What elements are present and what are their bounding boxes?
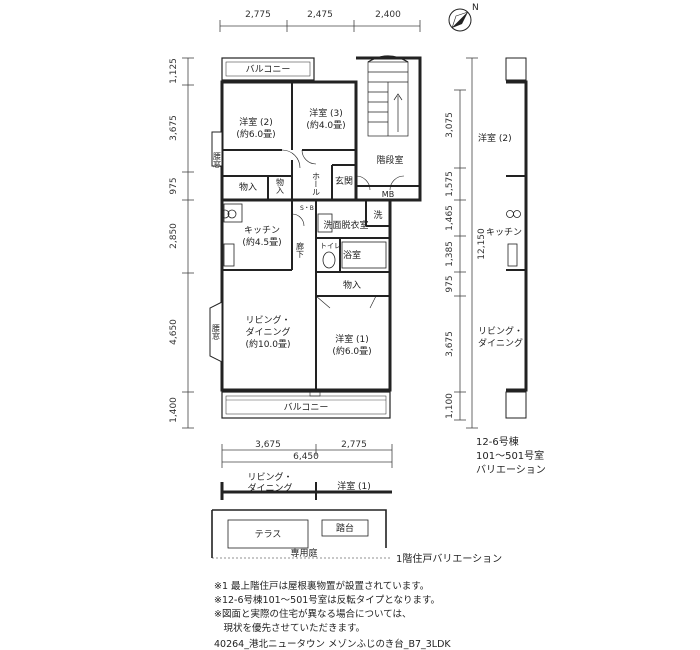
right-dimension-line [454, 57, 478, 429]
room-bedroom1-area: (約6.0畳) [332, 345, 371, 357]
dim-right-6: 3,675 [445, 331, 455, 357]
variation-caption-1: 12-6号棟 [476, 435, 519, 448]
dim-right-2: 1,575 [445, 171, 455, 197]
bottom-dimension-line [221, 444, 393, 468]
note-4: 現状を優先させていただきます。 [214, 623, 366, 634]
room-bedroom3-area: (約4.0畳) [306, 119, 345, 131]
window-icons [209, 131, 223, 363]
room-balcony-top: バルコニー [246, 64, 291, 75]
room-living: リビング・ [245, 314, 290, 326]
notes: ※1 最上階住戸は屋根裏物置が設置されています。 ※12-6号棟101～501号… [214, 580, 440, 636]
room-living-2: ダイニング [245, 326, 290, 338]
left-dimension-line [182, 57, 194, 429]
room-bedroom3: 洋室 (3) [309, 107, 343, 119]
dim-bottom-2: 2,775 [341, 440, 367, 450]
room-hall: ホール [312, 172, 321, 196]
dim-total-height: 12,150 [477, 228, 487, 260]
dim-left-1: 1,125 [169, 58, 179, 84]
room-balcony-bottom: バルコニー [284, 402, 329, 413]
room-toilet: トイレ [320, 242, 341, 250]
variation-living: リビング・ [478, 325, 523, 337]
ground-bedroom1: 洋室 (1) [337, 480, 371, 492]
variation-kitchen: キッチン [486, 227, 522, 238]
ground-garden: 専用庭 [290, 547, 317, 559]
dim-top-1: 2,775 [245, 10, 271, 20]
note-1: ※1 最上階住戸は屋根裏物置が設置されています。 [214, 581, 430, 592]
ground-floor-plan [211, 482, 392, 559]
dim-left-6: 1,400 [169, 397, 179, 423]
interior-walls [222, 82, 420, 390]
room-bedroom2-area: (約6.0畳) [236, 128, 275, 140]
top-dimension-line [219, 20, 421, 32]
room-shoebox: S・B [300, 205, 314, 212]
room-storage1: 物入 [239, 181, 257, 193]
dim-left-4: 2,850 [169, 223, 179, 249]
door-swings [281, 149, 405, 309]
fixtures [220, 203, 387, 401]
compass-icon: N [448, 3, 479, 32]
note-3: ※図面と実際の住宅が異なる場合については、 [214, 609, 412, 620]
dim-right-4: 1,385 [445, 241, 455, 267]
note-2: ※12-6号棟101～501号室は反転タイプとなります。 [214, 595, 441, 606]
stairs-icon [367, 55, 409, 137]
ground-living-2: ダイニング [247, 482, 292, 494]
dim-right-5: 975 [445, 275, 455, 292]
footer-label: 40264_港北ニュータウン メゾンふじのき台_B7_3LDK [214, 639, 451, 650]
room-storage3: 物入 [343, 279, 361, 291]
room-storage2: 物入 [276, 177, 285, 194]
ground-step: 踏台 [336, 522, 354, 534]
dim-left-5: 4,650 [169, 319, 179, 345]
room-corridor: 廊下 [296, 241, 305, 259]
room-washroom: 洗面脱衣室 [323, 219, 368, 231]
room-kitchen: キッチン [244, 225, 280, 236]
compass-label: N [472, 3, 479, 13]
dim-right-3: 1,465 [445, 205, 455, 231]
room-kitchen-area: (約4.5畳) [242, 236, 281, 248]
dim-right-1: 3,075 [445, 112, 455, 138]
dim-bottom-total: 6,450 [293, 452, 319, 462]
room-bedroom2: 洋室 (2) [239, 116, 273, 128]
variation-caption-2: 101～501号室 [476, 449, 544, 462]
variation-caption-3: バリエーション [476, 464, 546, 476]
ground-terrace: テラス [255, 529, 282, 540]
ground-living: リビング・ [247, 471, 292, 483]
variation-living-2: ダイニング [478, 337, 523, 349]
variation-plan [505, 57, 528, 419]
room-washer: 洗 [373, 209, 382, 221]
room-stairwell: 階段室 [376, 154, 403, 166]
dim-bottom-1: 3,675 [255, 440, 281, 450]
dim-top-3: 2,400 [375, 10, 401, 20]
room-bedroom1: 洋室 (1) [335, 333, 369, 345]
room-bathroom: 浴室 [343, 249, 361, 261]
ground-caption: 1階住戸バリエーション [396, 552, 502, 565]
window-label-a: 腰窓 [213, 152, 222, 168]
dim-left-3: 975 [169, 177, 179, 194]
room-living-area: (約10.0畳) [245, 338, 290, 350]
dim-left-2: 3,675 [169, 115, 179, 141]
dim-top-2: 2,475 [307, 10, 333, 20]
variation-bedroom2: 洋室 (2) [478, 132, 512, 144]
room-mb: MB [382, 190, 394, 199]
window-label-b: 腰窓 [212, 324, 221, 340]
dim-right-7: 1,100 [445, 393, 455, 419]
room-entrance: 玄関 [335, 175, 353, 187]
